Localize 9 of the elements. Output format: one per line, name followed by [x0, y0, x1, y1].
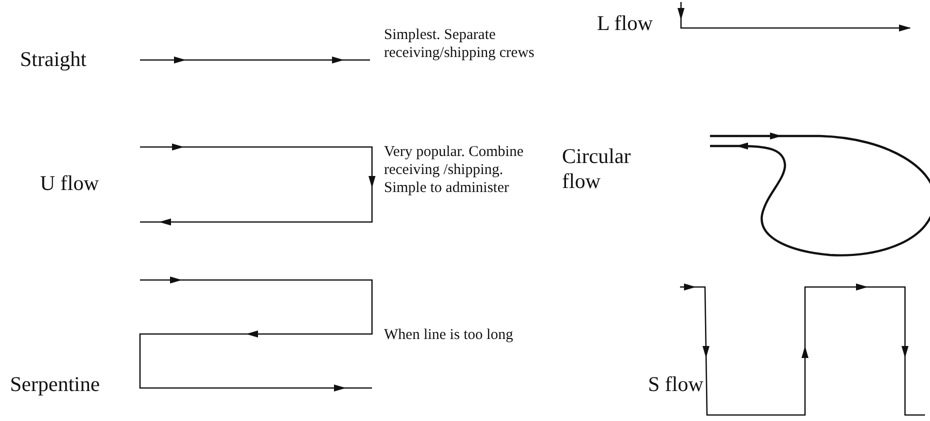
description-text: Very popular. Combine receiving /shipping. Simple to administer [384, 143, 525, 197]
flow-name: Straight [20, 47, 88, 72]
flow-name: Serpentine [10, 372, 101, 398]
flow-name: L flow [597, 11, 654, 36]
flow-name: S flow [648, 372, 704, 398]
flow-name: Circular flow [562, 144, 632, 194]
flow-name: U flow [40, 171, 100, 196]
description-text: When line is too long [384, 326, 514, 344]
description-text: Simplest. Separate receiving/shipping crews [384, 26, 536, 62]
